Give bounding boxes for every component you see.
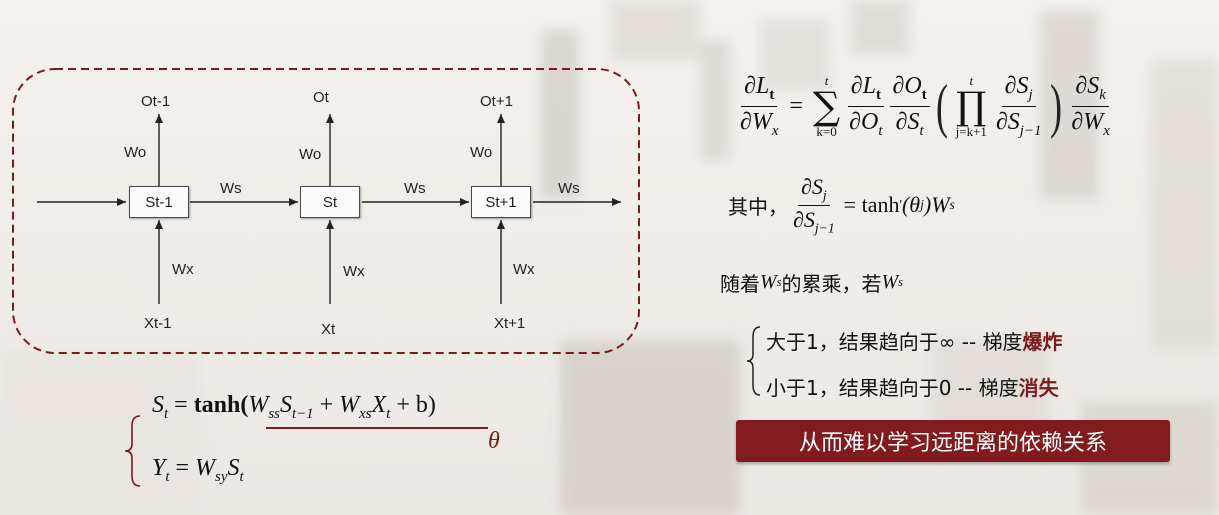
case-vanish: 小于1，结果趋向于0 -- 梯度消失: [766, 376, 1059, 400]
input-label-3: Xt+1: [494, 315, 526, 332]
wx-label-3: Wx: [513, 261, 535, 278]
input-label-2: Xt: [321, 321, 336, 338]
gradient-formula: ∂Lt∂Wx = t∑k=0 ∂Lt∂Ot ∂Ot∂St ( t∏j=k+1 ∂…: [740, 73, 1110, 139]
output-label-3: Ot+1: [480, 93, 513, 110]
wo-label-2: Wo: [299, 146, 322, 163]
rnn-unrolled-diagram: [12, 68, 640, 354]
vanish-highlight: 消失: [1018, 376, 1059, 400]
node-st: St: [300, 186, 360, 218]
node-st-1: St-1: [129, 186, 189, 218]
state-equation: St = tanh(WssSt−1 + WxsXt + b): [152, 392, 436, 422]
output-label-2: Ot: [313, 89, 329, 106]
explode-highlight: 爆炸: [1022, 330, 1063, 354]
ws-label-3: Ws: [558, 180, 580, 197]
dashed-frame: [12, 68, 640, 354]
theta-underline: [266, 427, 488, 429]
left-brace: [124, 415, 141, 487]
conclusion-banner: 从而难以学习远距离的依赖关系: [736, 420, 1170, 462]
wx-label-1: Wx: [172, 261, 194, 278]
ws-label-1: Ws: [220, 180, 242, 197]
case-explode: 大于1，结果趋向于∞ -- 梯度爆炸: [766, 330, 1063, 354]
node-st+1: St+1: [471, 186, 531, 218]
output-label-1: Ot-1: [141, 93, 171, 110]
theta-label: θ: [488, 428, 500, 454]
input-label-1: Xt-1: [144, 315, 172, 332]
wo-label-3: Wo: [470, 144, 493, 161]
cases-brace: [746, 326, 761, 396]
wx-label-2: Wx: [343, 263, 365, 280]
ws-label-2: Ws: [404, 180, 426, 197]
wo-label-1: Wo: [124, 144, 147, 161]
output-equation: Yt = WsySt: [152, 455, 244, 485]
